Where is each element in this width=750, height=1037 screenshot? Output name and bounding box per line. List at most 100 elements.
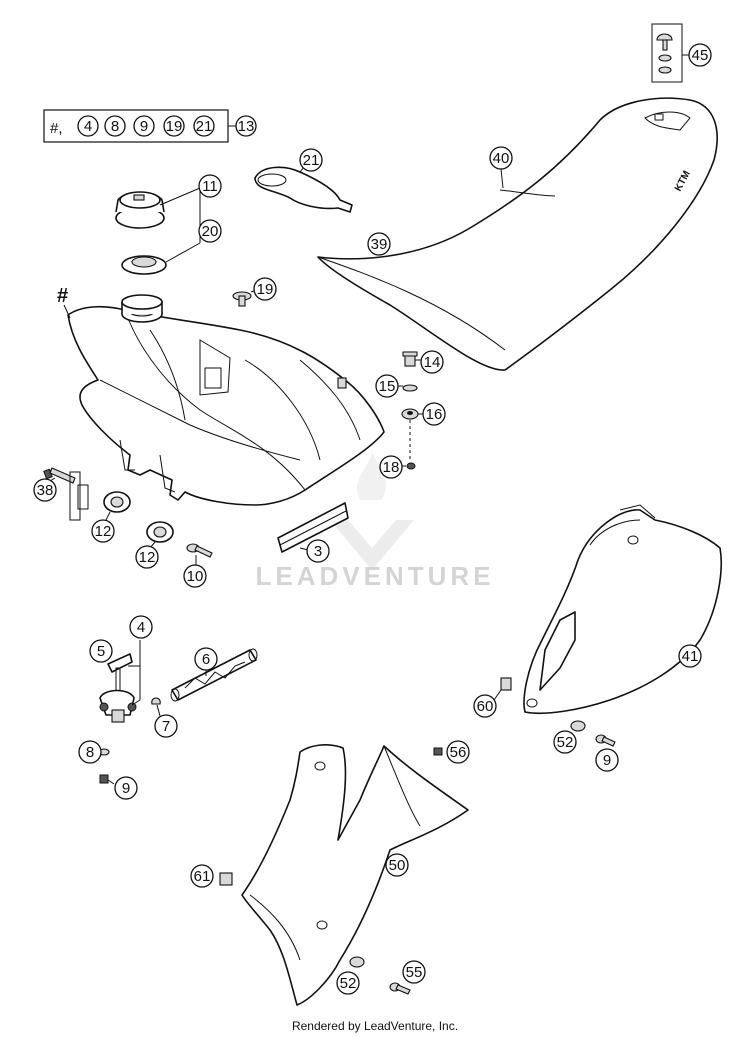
breather-valve-part	[232, 289, 257, 307]
svg-text:19: 19	[166, 118, 183, 135]
callout-21[interactable]: 21	[299, 148, 323, 172]
svg-text:55: 55	[406, 964, 423, 981]
callout-55[interactable]: 55	[402, 960, 426, 984]
svg-text:15: 15	[379, 378, 396, 395]
svg-text:12: 12	[95, 523, 112, 540]
kit-member-4[interactable]: 4	[77, 115, 99, 137]
tank-marker: #	[57, 285, 68, 307]
svg-text:45: 45	[692, 47, 709, 64]
svg-text:39: 39	[371, 236, 388, 253]
svg-text:52: 52	[340, 975, 357, 992]
svg-text:60: 60	[477, 698, 494, 715]
callout-9b[interactable]: 9	[595, 748, 619, 772]
callout-11[interactable]: 11	[198, 174, 222, 198]
callout-45[interactable]: 45	[688, 43, 712, 67]
svg-text:10: 10	[187, 568, 204, 585]
screw-56-part	[433, 747, 443, 756]
svg-text:11: 11	[202, 178, 218, 195]
screw-55-part	[389, 982, 411, 995]
svg-text:4: 4	[84, 118, 92, 135]
svg-text:21: 21	[303, 152, 320, 169]
seat-part: KTM	[317, 97, 718, 371]
svg-text:9: 9	[140, 118, 148, 135]
mount-hardware-part	[398, 351, 423, 470]
callout-20[interactable]: 20	[198, 219, 222, 243]
callout-16[interactable]: 16	[422, 402, 446, 426]
kit-member-19[interactable]: 19	[163, 115, 185, 137]
svg-text:9: 9	[603, 752, 611, 769]
kit-member-8[interactable]: 8	[104, 115, 126, 137]
svg-text:6: 6	[202, 651, 210, 668]
svg-text:12: 12	[139, 549, 156, 566]
callout-7[interactable]: 7	[154, 704, 178, 738]
callout-38[interactable]: 38	[33, 478, 57, 502]
pad-3-part	[277, 502, 349, 553]
fuel-tap-part	[99, 640, 141, 723]
kit-box: #, 4 8 9 19 21	[43, 109, 236, 143]
svg-text:14: 14	[424, 354, 441, 371]
side-panel-left-part	[241, 743, 469, 1006]
svg-text:52: 52	[557, 734, 574, 751]
fuel-hose-part	[151, 648, 258, 705]
svg-text:21: 21	[196, 118, 213, 135]
screw-9a-part	[99, 774, 115, 785]
callout-9a[interactable]: 9	[114, 776, 138, 800]
kit-prefix: #,	[50, 120, 63, 137]
clip-60-part	[500, 677, 512, 691]
callout-5[interactable]: 5	[89, 639, 113, 663]
callout-18[interactable]: 18	[379, 455, 403, 479]
watermark-logo	[330, 452, 414, 570]
callout-52b[interactable]: 52	[336, 971, 360, 995]
callout-40[interactable]: 40	[489, 146, 513, 189]
callout-15[interactable]: 15	[375, 374, 399, 398]
svg-text:7: 7	[162, 718, 170, 735]
callout-61[interactable]: 61	[190, 864, 214, 888]
callout-4[interactable]: 4	[129, 615, 153, 639]
callout-41[interactable]: 41	[678, 644, 702, 668]
fuel-tank-part	[67, 294, 385, 506]
callout-14[interactable]: 14	[420, 350, 444, 374]
svg-text:40: 40	[493, 150, 510, 167]
svg-text:19: 19	[257, 281, 274, 298]
svg-text:18: 18	[383, 459, 400, 476]
watermark-text: LEADVENTURE	[255, 561, 494, 591]
callout-50[interactable]: 50	[385, 853, 409, 877]
clip-61-part	[219, 872, 233, 886]
tank-cover-part	[254, 161, 353, 213]
bushing-12a-part	[103, 491, 131, 521]
callout-19[interactable]: 19	[253, 277, 277, 301]
svg-text:4: 4	[137, 619, 145, 636]
seat-bolt-part	[651, 23, 690, 83]
callout-13[interactable]: 13	[235, 115, 257, 137]
kit-member-9[interactable]: 9	[133, 115, 155, 137]
callout-6[interactable]: 6	[194, 647, 218, 676]
svg-text:9: 9	[122, 780, 130, 797]
callout-12a[interactable]: 12	[91, 519, 115, 543]
fuel-cap-part	[115, 187, 201, 229]
screw-9b-part	[595, 734, 616, 747]
svg-text:50: 50	[389, 857, 406, 874]
callout-8[interactable]: 8	[78, 740, 102, 764]
bolt-10-part	[186, 543, 213, 565]
callout-39[interactable]: 39	[367, 232, 391, 256]
svg-text:5: 5	[97, 643, 105, 660]
svg-text:8: 8	[86, 744, 94, 761]
callout-56[interactable]: 56	[446, 740, 470, 764]
callout-3[interactable]: 3	[306, 539, 330, 563]
callout-12b[interactable]: 12	[135, 545, 159, 569]
svg-text:16: 16	[426, 406, 443, 423]
washer-52b-part	[349, 956, 365, 968]
svg-text:56: 56	[450, 744, 467, 761]
svg-text:13: 13	[238, 118, 255, 135]
bushing-12b-part	[146, 521, 174, 549]
callout-60[interactable]: 60	[473, 689, 502, 718]
svg-text:38: 38	[37, 482, 54, 499]
footer-credit: Rendered by LeadVenture, Inc.	[292, 1019, 458, 1033]
washer-52a-part	[570, 720, 586, 732]
kit-member-21[interactable]: 21	[193, 115, 215, 137]
svg-text:41: 41	[682, 648, 699, 665]
callout-52a[interactable]: 52	[553, 730, 577, 754]
callout-10[interactable]: 10	[183, 564, 207, 588]
svg-text:20: 20	[202, 223, 219, 240]
